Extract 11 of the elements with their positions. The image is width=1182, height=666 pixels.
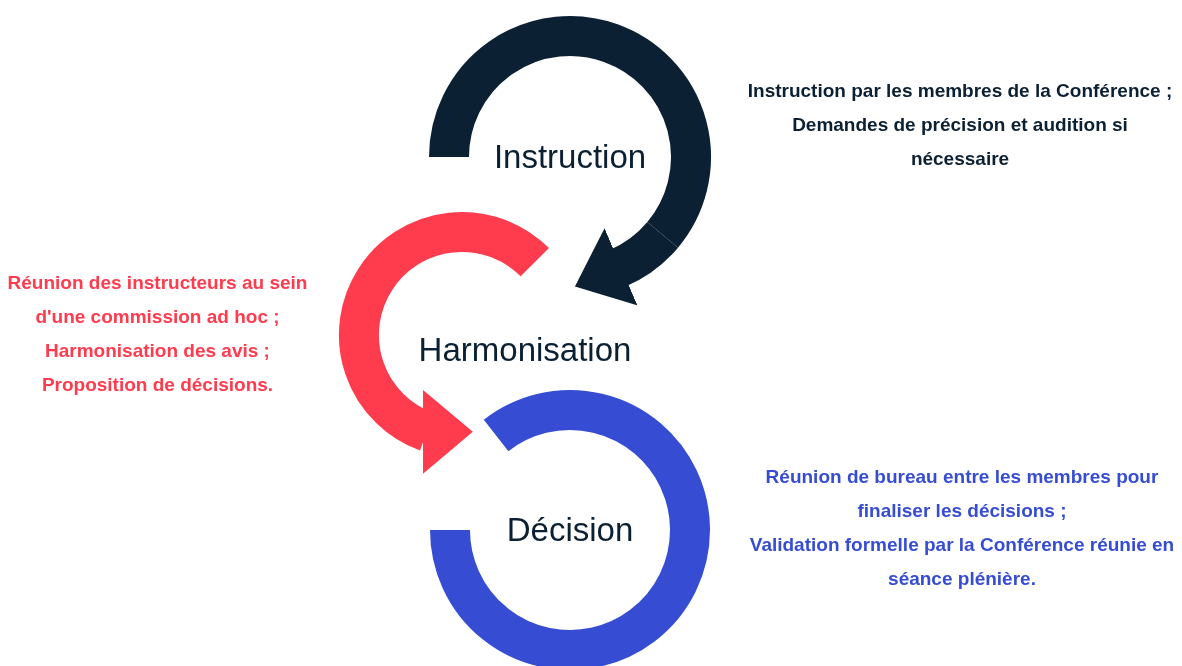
step-title: Décision	[506, 511, 634, 549]
description-text: Proposition de décisions.	[40, 373, 275, 397]
step-title: Harmonisation	[418, 331, 632, 369]
arrow	[576, 221, 678, 305]
step-title: Instruction	[493, 138, 647, 176]
description-text: Demandes de précision et audition si nécessaire	[791, 113, 1129, 171]
description-text: Validation formelle par la Conférence réunie en séance plénière.	[748, 533, 1176, 591]
description-text: Réunion des instructeurs au sein d'une commission ad hoc ;	[6, 271, 309, 329]
description-text: Harmonisation des avis ;	[44, 339, 271, 363]
description-text: Instruction par les membres de la Conférence ;	[746, 79, 1174, 103]
description-text: Réunion de bureau entre les membres pour finaliser les décisions ;	[764, 465, 1160, 523]
